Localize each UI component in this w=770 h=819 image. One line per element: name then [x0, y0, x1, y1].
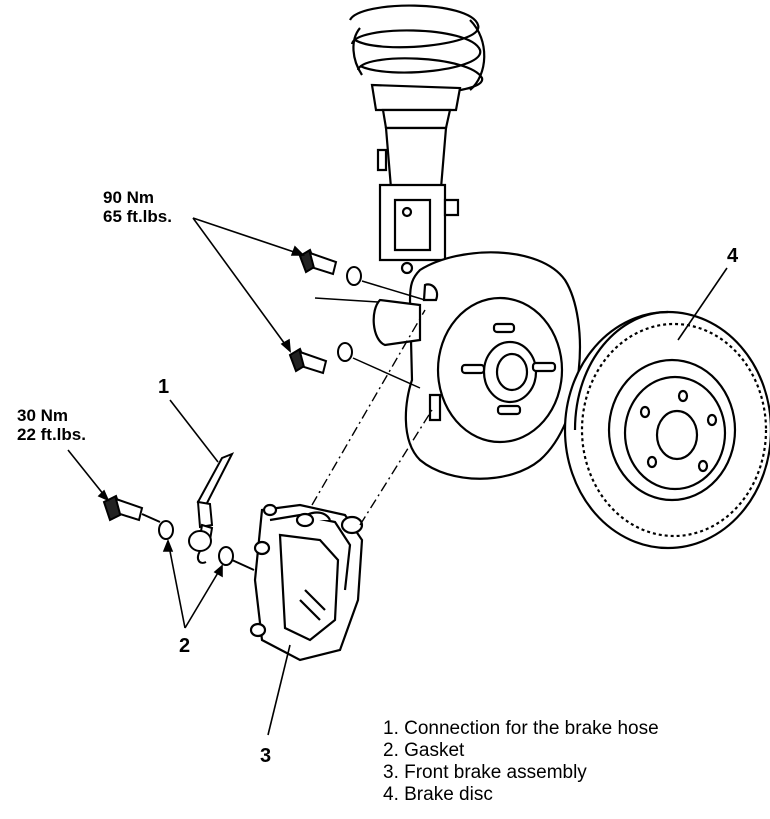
- hub-flange: [436, 296, 564, 444]
- upper-bolt-bottom: [288, 342, 353, 375]
- torque-lower-leader: [67, 449, 110, 502]
- gasket-right: [218, 546, 234, 566]
- upper-bolt-top: [298, 248, 362, 286]
- callout-3-label: 3: [260, 745, 271, 767]
- callout-4-label: 4: [727, 245, 739, 267]
- lower-bolt: [102, 494, 255, 571]
- torque-lower-line2: 22 ft.lbs.: [17, 425, 86, 444]
- legend-item: 1. Connection for the brake hose: [383, 718, 659, 739]
- washer-upper-top: [346, 266, 362, 286]
- banjo-fitting: [188, 530, 212, 552]
- callout-1-leader: [169, 399, 219, 463]
- callout-4-leader: [677, 267, 728, 341]
- torque-upper-leaders: [192, 217, 305, 353]
- parts-legend: 1. Connection for the brake hose 2. Gask…: [383, 718, 659, 806]
- brake-hose: [188, 452, 235, 564]
- gasket-left: [158, 520, 174, 540]
- coil-spring: [349, 4, 486, 95]
- torque-upper-line1: 90 Nm: [103, 188, 154, 207]
- washer-upper-bottom: [337, 342, 353, 362]
- legend-item: 3. Front brake assembly: [383, 762, 587, 783]
- alignment-lines: [311, 309, 433, 526]
- callout-2-label: 2: [179, 635, 190, 657]
- upper-bolts: [288, 248, 362, 375]
- callout-1-label: 1: [158, 376, 169, 398]
- legend-item: 4. Brake disc: [383, 784, 493, 805]
- bolt-axis-lines: [314, 280, 426, 389]
- torque-upper-line2: 65 ft.lbs.: [103, 207, 172, 226]
- callout-3-leader: [267, 644, 291, 736]
- strut-body: [370, 83, 462, 275]
- brake-disc: [563, 310, 770, 550]
- torque-lower-line1: 30 Nm: [17, 406, 68, 425]
- brake-caliper: [249, 503, 364, 662]
- legend-item: 2. Gasket: [383, 740, 465, 761]
- callout-2-leaders: [162, 538, 223, 629]
